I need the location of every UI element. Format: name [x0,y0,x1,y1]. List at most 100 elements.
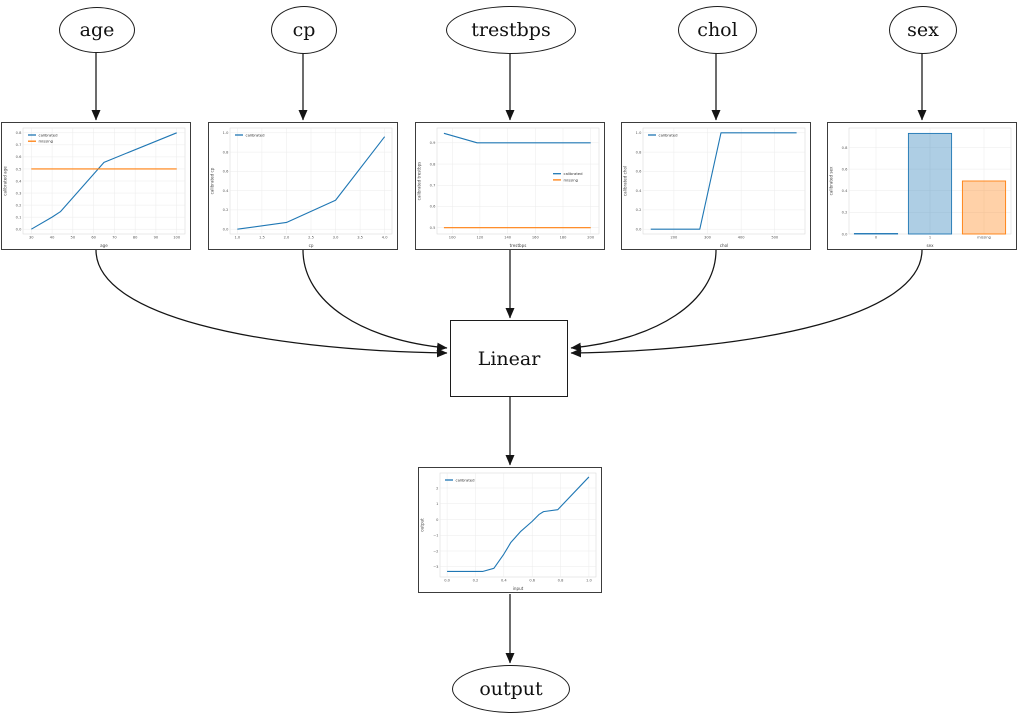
svg-text:0.0: 0.0 [842,232,848,236]
svg-text:1: 1 [929,236,931,240]
svg-text:sex: sex [926,243,934,248]
svg-text:30: 30 [29,236,34,240]
svg-text:cp: cp [309,243,314,248]
svg-text:3.0: 3.0 [333,236,339,240]
svg-text:0.7: 0.7 [16,143,22,147]
svg-text:0.8: 0.8 [223,150,229,154]
svg-text:90: 90 [154,236,159,240]
svg-text:400: 400 [738,236,746,240]
input-node-chol-label: chol [697,19,738,41]
svg-text:100: 100 [173,236,181,240]
svg-text:calibrated: calibrated [659,132,679,137]
svg-text:0.6: 0.6 [430,205,436,209]
svg-text:calibrated sex: calibrated sex [829,166,834,195]
svg-text:0.1: 0.1 [16,215,22,219]
svg-text:−3: −3 [433,565,438,569]
svg-text:0.0: 0.0 [16,227,22,231]
svg-text:200: 200 [670,236,678,240]
svg-text:calibrated trestbps: calibrated trestbps [417,162,422,201]
svg-text:0.4: 0.4 [223,189,229,193]
svg-text:300: 300 [704,236,712,240]
svg-text:1.0: 1.0 [235,236,241,240]
output-node-label: output [479,678,543,700]
svg-text:0.4: 0.4 [501,579,507,583]
svg-text:0.8: 0.8 [16,131,22,135]
svg-text:trestbps: trestbps [510,243,527,248]
edge-chol-plot-to-linear [570,249,717,352]
svg-text:0.2: 0.2 [16,203,22,207]
svg-text:0.0: 0.0 [444,579,450,583]
svg-text:60: 60 [91,236,96,240]
svg-text:calibrated: calibrated [39,132,59,137]
svg-text:120: 120 [476,236,484,240]
linear-node: Linear [450,320,568,397]
svg-text:0.8: 0.8 [842,146,848,150]
svg-text:output: output [420,518,425,532]
svg-text:1.5: 1.5 [259,236,265,240]
input-node-sex-label: sex [907,19,939,41]
svg-text:0.4: 0.4 [636,189,642,193]
svg-text:0.5: 0.5 [430,226,436,230]
input-node-cp-label: cp [292,19,316,41]
svg-text:calibrated: calibrated [564,171,584,176]
svg-text:2.0: 2.0 [284,236,290,240]
input-node-cp: cp [271,6,337,54]
svg-text:0.7: 0.7 [430,184,436,188]
input-node-sex: sex [889,6,957,54]
svg-text:80: 80 [133,236,138,240]
svg-text:0.2: 0.2 [842,211,848,215]
svg-text:0.2: 0.2 [636,208,642,212]
svg-text:missing: missing [564,177,579,182]
svg-text:0.8: 0.8 [558,579,564,583]
svg-text:calibrated chol: calibrated chol [623,166,628,196]
svg-text:0.0: 0.0 [223,227,229,231]
svg-text:0.3: 0.3 [16,191,22,195]
svg-text:180: 180 [560,236,568,240]
svg-text:200: 200 [587,236,595,240]
svg-text:1.0: 1.0 [223,131,229,135]
svg-text:0.2: 0.2 [473,579,479,583]
svg-text:missing: missing [39,139,54,144]
svg-text:1: 1 [436,502,438,506]
svg-text:140: 140 [504,236,512,240]
svg-text:2: 2 [436,486,438,490]
svg-text:0.4: 0.4 [842,189,848,193]
svg-text:1.0: 1.0 [636,131,642,135]
svg-text:0.6: 0.6 [223,170,229,174]
svg-text:0.2: 0.2 [223,208,229,212]
input-node-trestbps-label: trestbps [471,19,551,41]
input-node-age: age [59,7,135,53]
linear-node-label: Linear [477,347,541,370]
svg-text:0.6: 0.6 [529,579,535,583]
svg-text:0.6: 0.6 [16,155,22,159]
svg-text:100: 100 [449,236,457,240]
svg-text:0.0: 0.0 [636,227,642,231]
svg-text:−2: −2 [433,549,438,553]
svg-text:0.4: 0.4 [16,179,22,183]
svg-text:calibrated: calibrated [246,132,266,137]
svg-text:missing: missing [977,236,991,240]
svg-text:0.6: 0.6 [636,170,642,174]
svg-text:age: age [100,243,108,248]
svg-text:0.8: 0.8 [430,162,436,166]
svg-text:chol: chol [720,243,729,248]
svg-text:500: 500 [771,236,779,240]
svg-text:0.6: 0.6 [842,167,848,171]
svg-text:0.5: 0.5 [16,167,22,171]
svg-text:1.0: 1.0 [586,579,592,583]
input-node-chol: chol [678,6,757,54]
edge-cp-plot-to-linear [302,249,448,352]
svg-text:50: 50 [71,236,76,240]
output-node: output [452,665,570,713]
